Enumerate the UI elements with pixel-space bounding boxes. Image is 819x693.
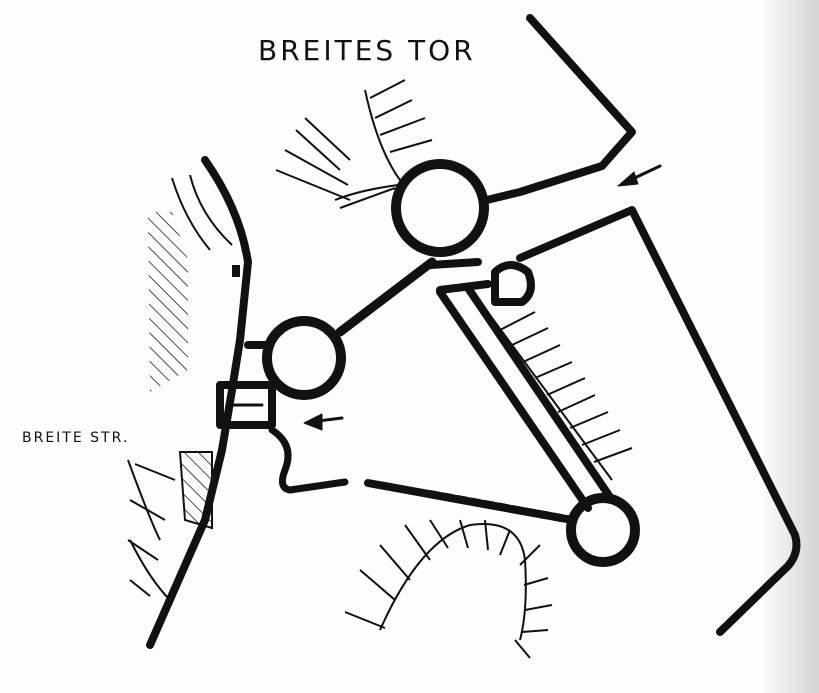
arrow-north-gate-icon bbox=[617, 164, 662, 187]
half-tower bbox=[491, 261, 535, 306]
outer-wall-east bbox=[516, 206, 801, 636]
scan-shadow bbox=[760, 0, 819, 693]
connecting-wall bbox=[335, 257, 437, 337]
title-label: BREITES TOR bbox=[258, 34, 476, 67]
arrow-west-gate-icon bbox=[303, 413, 344, 431]
tower-north bbox=[391, 159, 489, 257]
building-block-north bbox=[148, 212, 188, 392]
tower-south bbox=[566, 493, 640, 567]
city-wall-west bbox=[146, 156, 252, 649]
building-block-south bbox=[178, 451, 213, 530]
slope-hachures bbox=[127, 79, 633, 659]
outer-wall-north bbox=[483, 14, 636, 204]
long-wall bbox=[436, 284, 616, 512]
tower-west bbox=[262, 316, 346, 400]
street-label: BREITE STR. bbox=[22, 430, 129, 446]
west-gate bbox=[216, 381, 276, 429]
